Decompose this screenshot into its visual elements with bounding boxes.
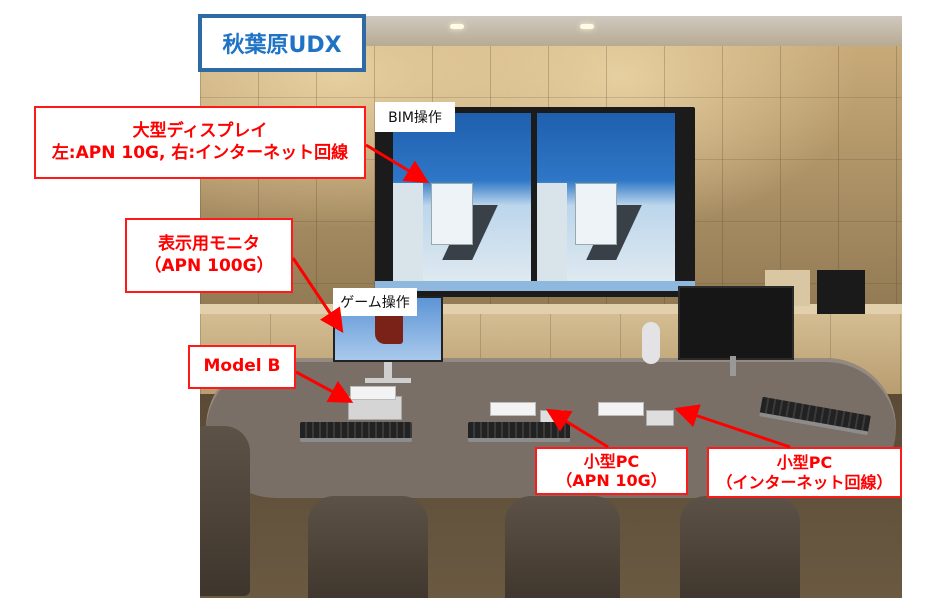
room-photo xyxy=(200,16,902,598)
equipment-case xyxy=(817,270,865,314)
chair xyxy=(680,496,800,598)
monitor-stand xyxy=(384,362,392,380)
page-title: 秋葉原UDX xyxy=(222,33,342,58)
right-monitor-stand xyxy=(730,356,736,376)
large-display xyxy=(375,107,695,297)
chair xyxy=(200,426,250,596)
credenza-top xyxy=(200,304,902,314)
callout-line: （インターネット回線） xyxy=(716,472,893,492)
monitor-base xyxy=(365,378,411,383)
ceiling-light xyxy=(450,24,464,29)
taskbar xyxy=(375,281,695,291)
keyboard xyxy=(468,422,570,442)
callout-line: （APN 100G） xyxy=(144,255,274,276)
title-box: 秋葉原UDX xyxy=(198,14,366,72)
callout-display-monitor: 表示用モニタ （APN 100G） xyxy=(125,218,293,293)
callout-model-b: Model B xyxy=(188,345,296,389)
keyboard xyxy=(300,422,412,442)
large-display-left-screen xyxy=(393,113,531,283)
name-card xyxy=(490,402,536,416)
callout-line: 小型PC xyxy=(776,453,833,473)
model-b-pc xyxy=(348,396,402,420)
callout-line: （APN 10G） xyxy=(556,471,667,490)
game-label: ゲーム操作 xyxy=(333,288,417,316)
callout-line: Model B xyxy=(203,356,281,377)
callout-line: 左:APN 10G, 右:インターネット回線 xyxy=(51,142,349,163)
right-monitor xyxy=(678,286,794,360)
small-pc-internet xyxy=(646,410,674,426)
chair xyxy=(505,496,620,598)
ceiling-light xyxy=(580,24,594,29)
callout-line: 大型ディスプレイ xyxy=(132,121,268,142)
callout-line: 小型PC xyxy=(583,451,640,471)
speaker xyxy=(642,322,660,364)
name-card xyxy=(350,386,396,400)
game-label-text: ゲーム操作 xyxy=(340,295,410,311)
chair xyxy=(308,496,428,598)
name-card xyxy=(598,402,644,416)
large-display-right-screen xyxy=(537,113,675,283)
bim-label-text: BIM操作 xyxy=(388,110,442,126)
bim-label: BIM操作 xyxy=(375,102,455,132)
callout-small-pc-internet: 小型PC （インターネット回線） xyxy=(707,447,902,498)
callout-large-display: 大型ディスプレイ 左:APN 10G, 右:インターネット回線 xyxy=(34,106,366,179)
callout-line: 表示用モニタ xyxy=(158,234,260,255)
callout-small-pc-apn: 小型PC （APN 10G） xyxy=(535,447,688,495)
